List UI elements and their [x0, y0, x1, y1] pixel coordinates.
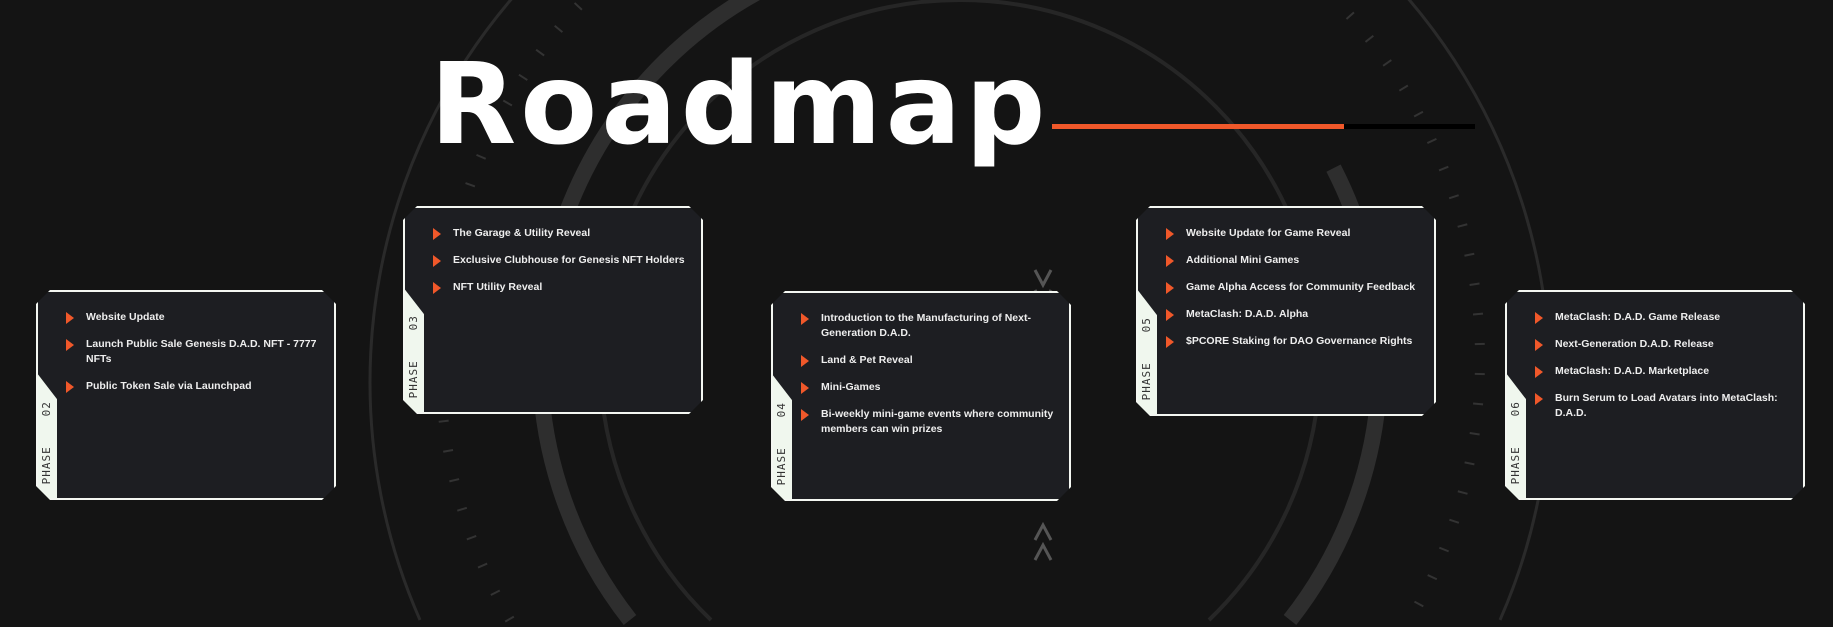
list-item: MetaClash: D.A.D. Game Release: [1535, 310, 1793, 325]
list-item: Website Update for Game Reveal: [1166, 226, 1424, 241]
list-item: Launch Public Sale Genesis D.A.D. NFT - …: [66, 337, 324, 367]
list-item: Next-Generation D.A.D. Release: [1535, 337, 1793, 352]
phase-tab: [1138, 208, 1157, 414]
phase-number: 03: [407, 314, 420, 330]
phase-card-02: PHASE 02 Website Update Launch Public Sal…: [36, 290, 336, 500]
phase-label: PHASE: [1509, 445, 1522, 484]
title-underline: [1344, 124, 1475, 129]
phase-number: 06: [1509, 400, 1522, 416]
phase-tab: [38, 292, 57, 498]
phase-number: 04: [775, 401, 788, 417]
list-item: MetaClash: D.A.D. Marketplace: [1535, 364, 1793, 379]
phase-label: PHASE: [1140, 361, 1153, 400]
phase-card-04: PHASE 04 Introduction to the Manufacturin…: [771, 291, 1071, 501]
phase-label: PHASE: [407, 359, 420, 398]
phase-tab: [1507, 292, 1526, 498]
list-item: Additional Mini Games: [1166, 253, 1424, 268]
list-item: Mini-Games: [801, 380, 1059, 395]
list-item: Bi-weekly mini-game events where communi…: [801, 407, 1059, 437]
list-item: Land & Pet Reveal: [801, 353, 1059, 368]
list-item: Website Update: [66, 310, 324, 325]
phase-card-06: PHASE 06 MetaClash: D.A.D. Game Release N…: [1505, 290, 1805, 500]
phase-card-03: PHASE 03 The Garage & Utility Reveal Excl…: [403, 206, 703, 414]
phase-label: PHASE: [775, 446, 788, 485]
phase-label: PHASE: [40, 445, 53, 484]
list-item: MetaClash: D.A.D. Alpha: [1166, 307, 1424, 322]
list-item: $PCORE Staking for DAO Governance Rights: [1166, 334, 1424, 349]
list-item: NFT Utility Reveal: [433, 280, 691, 295]
list-item: Public Token Sale via Launchpad: [66, 379, 324, 394]
list-item: Burn Serum to Load Avatars into MetaClas…: [1535, 391, 1793, 421]
title-underline-accent: [1052, 124, 1344, 129]
phase-number: 02: [40, 400, 53, 416]
list-item: Exclusive Clubhouse for Genesis NFT Hold…: [433, 253, 691, 268]
page-title: Roadmap: [430, 40, 1050, 170]
list-item: The Garage & Utility Reveal: [433, 226, 691, 241]
phase-card-05: PHASE 05 Website Update for Game Reveal A…: [1136, 206, 1436, 416]
list-item: Game Alpha Access for Community Feedback: [1166, 280, 1424, 295]
phase-number: 05: [1140, 316, 1153, 332]
phase-tab: [405, 208, 424, 412]
phase-tab: [773, 293, 792, 499]
list-item: Introduction to the Manufacturing of Nex…: [801, 311, 1059, 341]
